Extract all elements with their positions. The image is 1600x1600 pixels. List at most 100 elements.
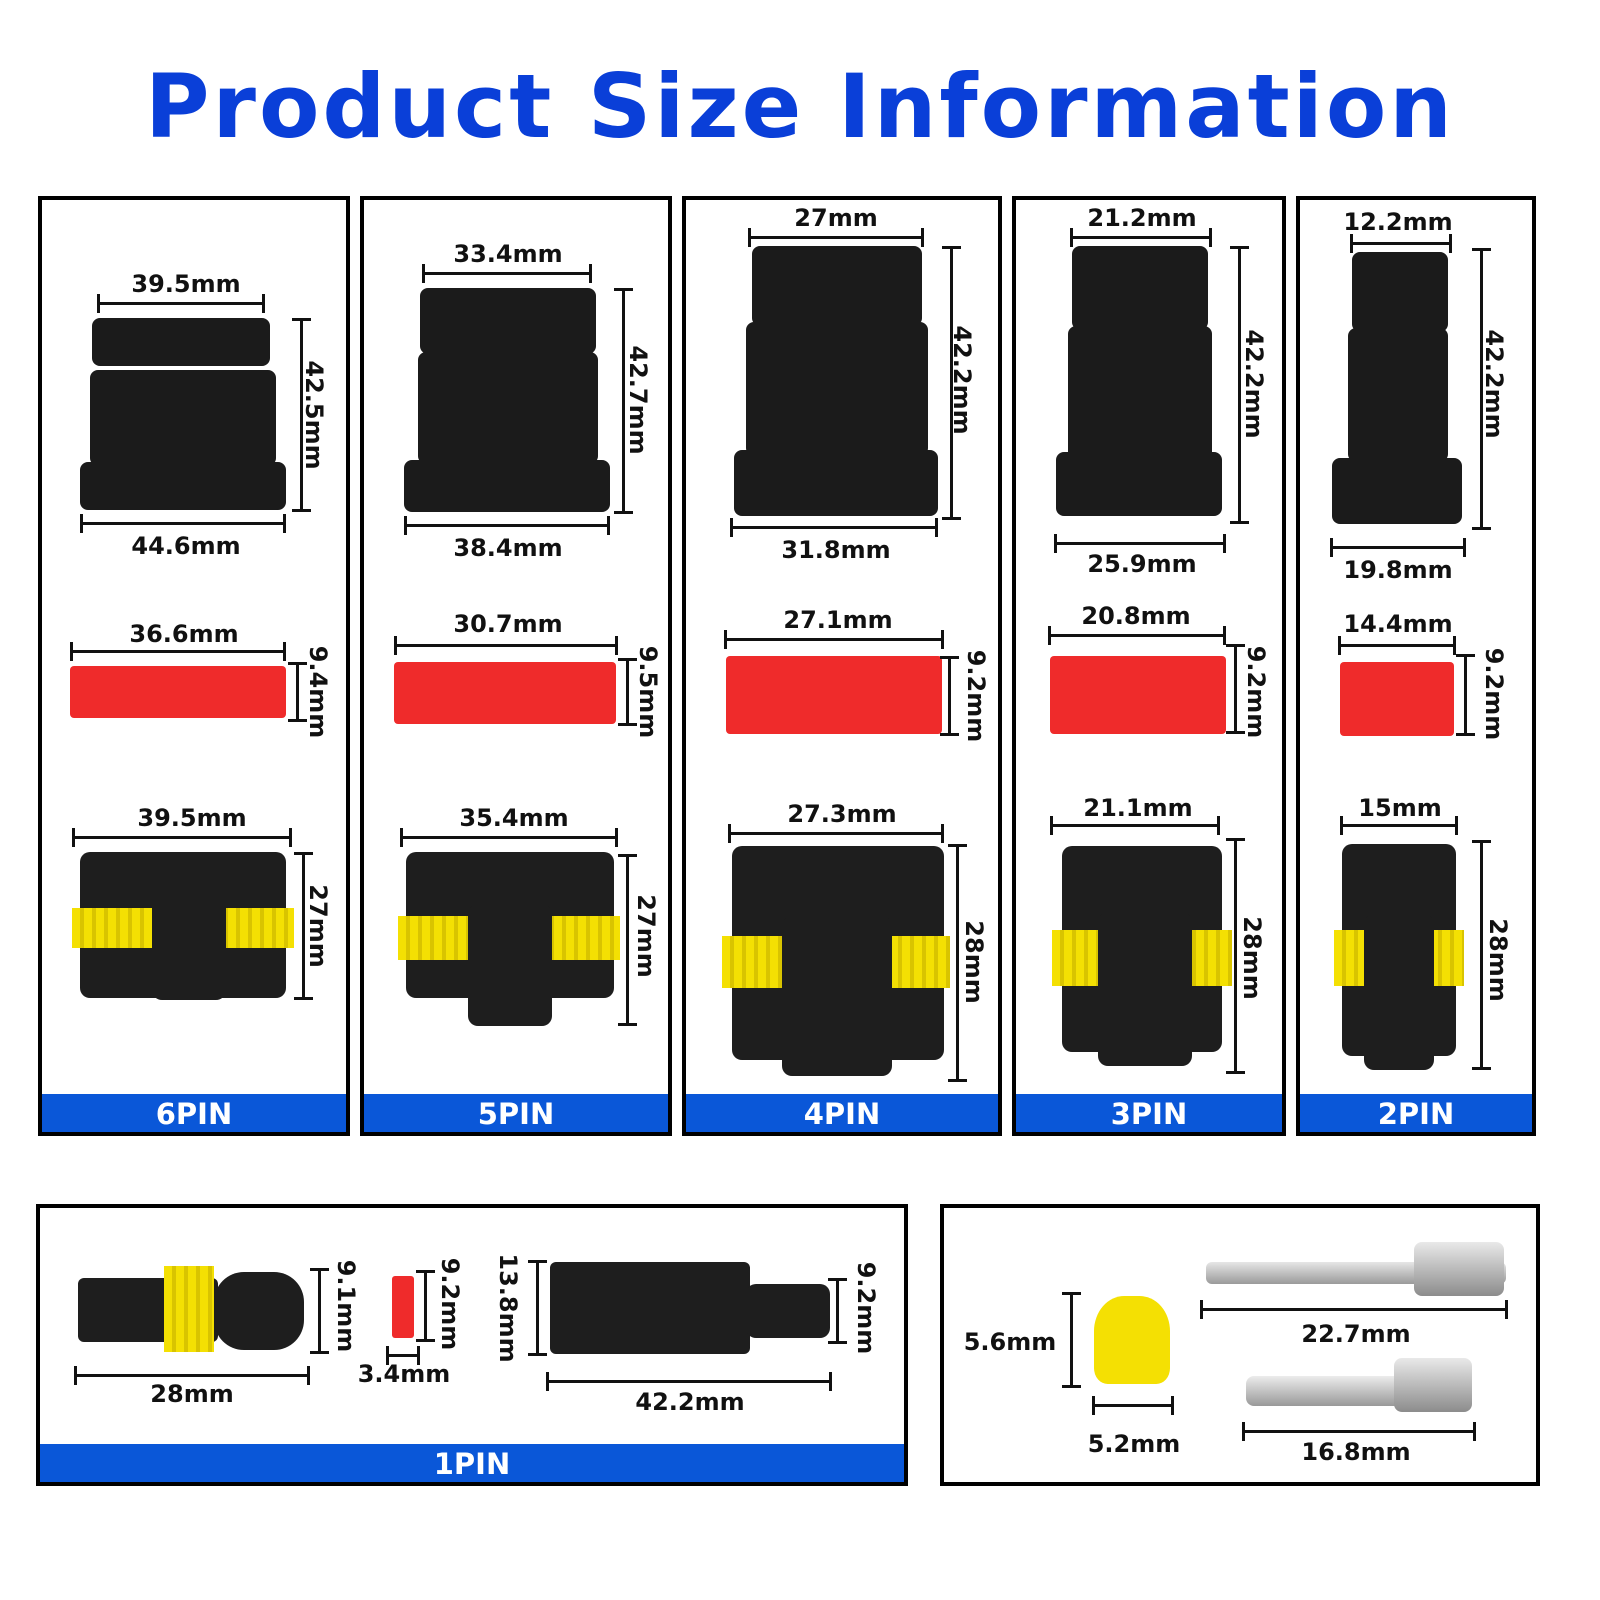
dim-line	[1048, 626, 1226, 645]
dim-line	[1338, 636, 1456, 655]
dim-line	[942, 246, 961, 520]
latch-image	[152, 892, 226, 1000]
pin-lock-image	[392, 1276, 414, 1338]
comb-image	[1050, 656, 1226, 734]
dim-line	[948, 844, 967, 1082]
dim-line	[730, 518, 938, 537]
dim-line	[1242, 1422, 1476, 1441]
dim-plug-length: 28mm	[150, 1380, 234, 1408]
dim-line	[940, 656, 959, 736]
dim-comb-width: 30.7mm	[453, 610, 563, 638]
dim-plug-width: 35.4mm	[459, 804, 569, 832]
dim-plug-width: 21.1mm	[1083, 794, 1193, 822]
dim-line	[618, 854, 637, 1026]
dim-line	[422, 264, 592, 283]
dim-housing-bottom: 44.6mm	[131, 532, 241, 560]
comb-image	[70, 666, 286, 718]
dim-line	[614, 288, 633, 514]
dim-seal-width: 5.2mm	[1087, 1430, 1181, 1458]
housing-image	[404, 460, 610, 512]
dim-plug-width: 27.3mm	[787, 800, 897, 828]
panel-3pin: 21.2mm 42.2mm 25.9mm 20.8mm 9.2mm 21.1mm…	[1012, 196, 1286, 1136]
dim-housing-height: 42.2mm	[1240, 329, 1268, 439]
dim-comb-height: 9.2mm	[1480, 647, 1508, 741]
rubber-seal-image	[1094, 1296, 1170, 1384]
dim-comb-width: 20.8mm	[1081, 602, 1191, 630]
dim-comb-height: 9.5mm	[634, 645, 662, 739]
dim-housing-height: 42.2mm	[1480, 329, 1508, 439]
dim-line	[1062, 1292, 1081, 1388]
housing-image	[418, 352, 598, 464]
dim-line	[1070, 228, 1212, 247]
panel-6pin: 39.5mm 42.5mm 44.6mm 36.6mm 9.4mm 39.5mm…	[38, 196, 350, 1136]
dim-housing-bottom: 31.8mm	[781, 536, 891, 564]
panel-accessories: 5.6mm 5.2mm 22.7mm 16.8mm	[940, 1204, 1540, 1486]
plug-tail-image	[214, 1272, 304, 1350]
comb-image	[1340, 662, 1454, 736]
male-terminal-crimp	[1414, 1242, 1504, 1296]
latch-image	[468, 904, 552, 1026]
dim-line	[1226, 838, 1245, 1074]
dim-line	[1472, 840, 1491, 1070]
panel-label: 5PIN	[364, 1094, 668, 1132]
housing-image	[752, 246, 922, 326]
dim-socket-length: 42.2mm	[635, 1388, 745, 1416]
dim-housing-top: 39.5mm	[131, 270, 241, 298]
dim-housing-top: 27mm	[794, 204, 878, 232]
dim-comb-width: 27.1mm	[783, 606, 893, 634]
dim-housing-height: 42.5mm	[300, 360, 328, 470]
socket-tail-image	[746, 1284, 830, 1338]
page-title: Product Size Information	[145, 55, 1455, 158]
housing-image	[1348, 328, 1448, 462]
housing-image	[80, 462, 286, 510]
dim-line	[1226, 644, 1245, 734]
socket-image	[550, 1262, 750, 1354]
dim-comb-width: 36.6mm	[129, 620, 239, 648]
housing-image	[734, 450, 938, 516]
dim-line	[70, 642, 286, 661]
dim-line	[1456, 654, 1475, 736]
dim-plug-height: 27mm	[632, 894, 660, 978]
comb-image	[726, 656, 942, 734]
dim-line	[1340, 816, 1458, 835]
dim-comb-width: 14.4mm	[1343, 610, 1453, 638]
dim-plug-width: 15mm	[1358, 794, 1442, 822]
dim-line	[1330, 538, 1466, 557]
dim-line	[828, 1278, 847, 1344]
dim-housing-bottom: 38.4mm	[453, 534, 563, 562]
dim-line	[80, 514, 286, 533]
dim-seal-height: 5.6mm	[963, 1328, 1057, 1356]
housing-image	[90, 370, 276, 466]
dim-housing-bottom: 25.9mm	[1087, 550, 1197, 578]
housing-image	[746, 322, 928, 456]
dim-line	[546, 1372, 832, 1391]
dim-line	[724, 630, 944, 649]
housing-image	[1072, 246, 1208, 330]
dim-comb-height: 9.2mm	[1242, 645, 1270, 739]
panel-label: 6PIN	[42, 1094, 346, 1132]
housing-image	[92, 318, 270, 366]
dim-line	[1230, 246, 1249, 524]
panel-label: 1PIN	[40, 1444, 904, 1482]
dim-plug-height: 28mm	[1484, 918, 1512, 1002]
dim-line	[310, 1268, 329, 1354]
dim-line	[404, 516, 610, 535]
dim-line	[292, 318, 311, 512]
panel-label: 4PIN	[686, 1094, 998, 1132]
latch-image	[1364, 914, 1434, 1070]
dim-housing-bottom: 19.8mm	[1343, 556, 1453, 584]
dim-line	[1054, 534, 1226, 553]
dim-line	[288, 662, 307, 722]
dim-line	[618, 658, 637, 726]
dim-housing-height: 42.2mm	[948, 325, 976, 435]
housing-image	[1068, 326, 1212, 460]
housing-image	[420, 288, 596, 354]
dim-female-terminal: 16.8mm	[1301, 1438, 1411, 1466]
dim-male-terminal: 22.7mm	[1301, 1320, 1411, 1348]
dim-line	[1472, 248, 1491, 530]
dim-plug-height: 28mm	[960, 920, 988, 1004]
dim-housing-top: 33.4mm	[453, 240, 563, 268]
dim-line	[528, 1260, 547, 1356]
dim-comb-height: 9.4mm	[304, 645, 332, 739]
panel-label: 2PIN	[1300, 1094, 1532, 1132]
